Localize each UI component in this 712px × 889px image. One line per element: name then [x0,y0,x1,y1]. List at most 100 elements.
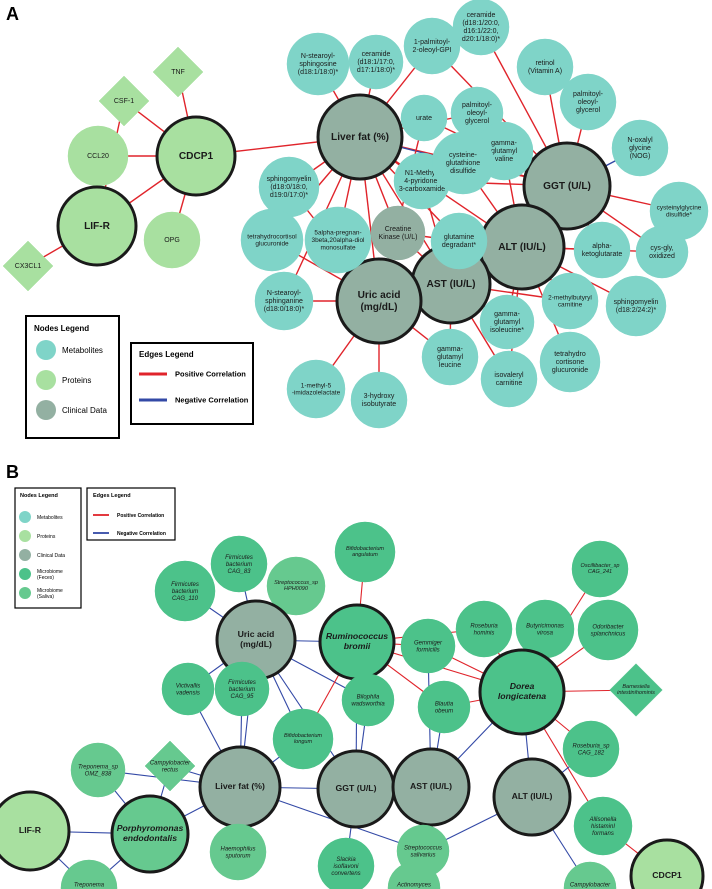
node-label-line: CDCP1 [179,151,214,162]
node-label-line: Slackia [336,857,356,863]
node-label-line: CX3CL1 [15,263,42,270]
node-label-line: (d18:1/20:0, [462,20,499,27]
node-label-line: Bifidobacterium [284,733,322,739]
node-label-line: virosa [537,630,554,636]
node-label-line: Creatine [385,226,412,233]
node-label-line: angulatum [352,553,378,559]
node-shape-b_blautia [417,680,471,734]
node-label-line: Treponema_sp [78,764,119,770]
node-shape-m_pog2 [559,73,617,131]
node-label-line: ketoglutarate [582,251,623,258]
node-label-line: intestinihominis [617,691,655,697]
node-label-liverfat: Liver fat (%) [331,132,389,143]
node-label-line: HPH0090 [284,587,309,593]
node-shape-b_strep [266,556,326,616]
node-label-line: cys-gly, [650,245,673,252]
node-label-line: Treponema [74,882,105,888]
node-label-line: oleoyl- [578,99,599,106]
node-label-line: Barnesiella [622,684,649,690]
node-label-line: sphingomyelin [614,299,659,306]
node-label-line: CDCP1 [652,870,682,880]
node-label-line: glycine [629,145,651,152]
node-shape-m_cgd [431,131,495,195]
node-shape-m_sphingo2 [605,275,667,337]
node-label-line: formicilis [416,647,439,653]
node-label-line: 1-palmitoyl- [414,39,451,46]
node-label-b_lifr: LIF-R [19,825,42,835]
node-label-b_cdcp1: CDCP1 [652,870,682,880]
node-label-line: formans [592,830,614,836]
node-label-line: gamma- [494,311,520,318]
node-shape-m_3hib [350,371,408,429]
node-label-line: Uric acid [238,629,275,639]
node-m_nss: N-stearoyl-sphingosine(d18:1/18:0)* [286,32,350,96]
legend-label-metabolite: Metabolites [37,515,63,521]
node-label-line: gamma- [491,140,517,147]
node-label-line: LIF-R [84,221,111,232]
node-label-m_pog2: palmitoyl-oleoyl-glycerol [573,91,604,114]
panel-b-edges-legend-title: Edges Legend [93,493,131,499]
node-shape-m_thcc [539,331,601,393]
legend-label-clinical: Clinical Data [37,553,65,559]
node-label-m_urate: urate [416,115,432,122]
node-label-line: sphinganine [265,298,303,305]
panel-a-letter: A [6,4,19,24]
node-label-line: OMZ_838 [85,771,112,777]
node-label-line: Roseburia_sp [572,743,610,749]
legend-label-saliva: Microbiome(Saliva) [37,588,63,600]
node-m_nssg: N-stearoyl-sphinganine(d18:0/18:0)* [254,271,314,331]
node-label-line: degradant* [442,242,477,249]
node-label-m_cer2: ceramide(d18:1/20:0,d16:1/22:0,d20:1/18:… [462,12,500,43]
node-label-line: (NOG) [630,153,651,160]
node-label-line: (d18:0/18:0)* [264,306,305,313]
legend-swatch-clinical [36,400,56,420]
node-label-line: hominis [474,630,495,636]
node-label-line: Gemmiger [414,640,443,646]
node-b_ast: AST (IU/L) [391,747,471,827]
node-shape-ggt [522,141,612,231]
node-label-line: CAG_95 [230,693,254,699]
node-label-line: AST (IU/L) [410,781,452,791]
node-lifr: LIF-R [56,185,138,267]
legend-swatch-protein [36,370,56,390]
node-label-csf1: CSF-1 [114,98,134,105]
node-shape-m_nssg [254,271,314,331]
node-shape-m_ggi [479,294,535,350]
node-label-line: (Vitamin A) [528,68,562,75]
node-label-line: bromii [344,641,371,651]
node-shape-b_haem [209,823,267,881]
node-label-line: N-oxalyl [627,137,653,144]
node-b_campc: Campylobacterconcisus [563,861,617,889]
panel-a-edges-legend: Edges Legend Positive CorrelationNegativ… [130,342,254,425]
node-shape-lifr [56,185,138,267]
node-shape-b_trep838 [70,742,126,798]
node-label-lifr: LIF-R [84,221,111,232]
node-b_lifr: LIF-R [0,790,71,872]
node-label-line: N-stearoyl- [301,53,336,60]
node-label-ggt: GGT (U/L) [543,181,591,192]
node-label-line: Roseburia [470,623,498,629]
legend-label-negative: Negative Correlation [175,396,249,405]
node-label-line: Butyricimonas [526,623,564,629]
node-label-line: cysteinylglycine [657,204,702,211]
